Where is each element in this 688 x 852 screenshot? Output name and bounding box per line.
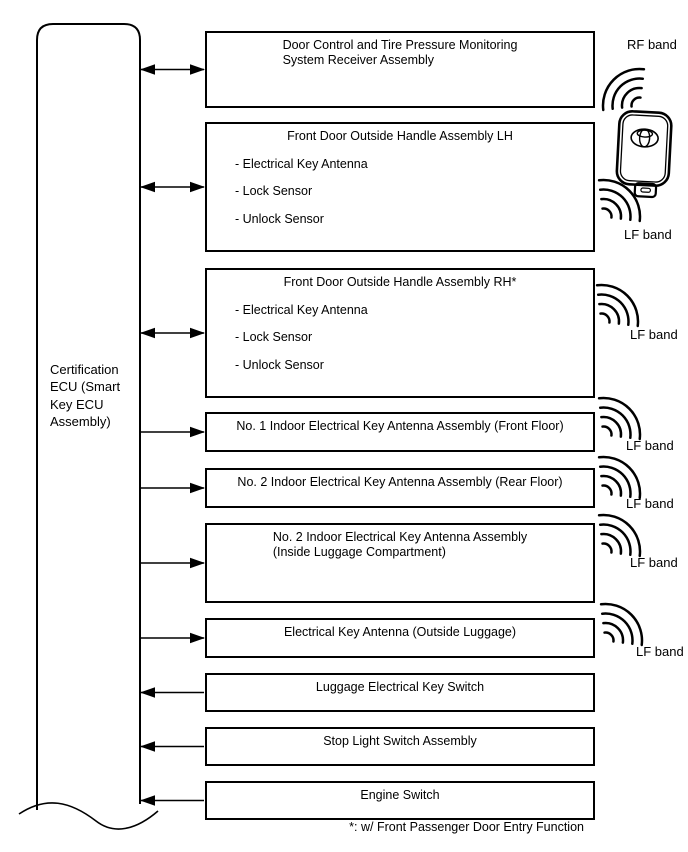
box-item: - Electrical Key Antenna xyxy=(235,156,368,171)
ecu-outline xyxy=(36,23,141,810)
arrow-to-ecu xyxy=(140,795,204,806)
box-title: Front Door Outside Handle Assembly RH* xyxy=(283,275,517,289)
arrow-bidirectional xyxy=(140,327,205,339)
box-antenna-outside-luggage: Electrical Key Antenna (Outside Luggage) xyxy=(205,618,595,658)
lf-waves-icon xyxy=(597,396,642,441)
box-title: No. 2 Indoor Electrical Key Antenna Asse… xyxy=(237,475,563,489)
ecu-torn-edge xyxy=(18,802,159,830)
box-title: Luggage Electrical Key Switch xyxy=(315,680,485,694)
arrow-to-device xyxy=(141,482,205,494)
lf-band-label: LF band xyxy=(624,227,672,242)
box-front-door-handle-rh: Front Door Outside Handle Assembly RH* -… xyxy=(205,268,595,398)
lf-band-label: LF band xyxy=(626,438,674,453)
rf-band-label: RF band xyxy=(627,37,677,52)
arrow-to-ecu xyxy=(140,687,204,698)
box-item: - Unlock Sensor xyxy=(235,357,324,372)
arrow-to-device xyxy=(141,557,205,569)
lf-band-label: LF band xyxy=(626,496,674,511)
box-title: No. 2 Indoor Electrical Key Antenna Asse… xyxy=(272,530,528,560)
lf-band-label: LF band xyxy=(630,555,678,570)
box-item: - Electrical Key Antenna xyxy=(235,302,368,317)
ecu-label: Certification ECU (Smart Key ECU Assembl… xyxy=(50,362,121,430)
lf-waves-icon xyxy=(599,602,644,647)
key-ring-tab-icon xyxy=(633,182,658,199)
box-title: Stop Light Switch Assembly xyxy=(323,734,477,748)
box-item: - Unlock Sensor xyxy=(235,211,324,226)
box-no1-indoor-antenna-front-floor: No. 1 Indoor Electrical Key Antenna Asse… xyxy=(205,412,595,452)
box-title: Door Control and Tire Pressure Monitorin… xyxy=(282,38,518,68)
arrow-bidirectional xyxy=(140,181,205,193)
box-title: No. 1 Indoor Electrical Key Antenna Asse… xyxy=(236,419,564,433)
connection-arrows xyxy=(140,64,205,806)
lf-waves-icon xyxy=(597,178,642,223)
lf-waves-icon xyxy=(595,283,640,328)
box-no2-indoor-antenna-luggage: No. 2 Indoor Electrical Key Antenna Asse… xyxy=(205,523,595,603)
box-front-door-handle-lh: Front Door Outside Handle Assembly LH - … xyxy=(205,122,595,252)
key-fob-icon xyxy=(615,110,673,199)
box-no2-indoor-antenna-rear-floor: No. 2 Indoor Electrical Key Antenna Asse… xyxy=(205,468,595,508)
box-item: - Lock Sensor xyxy=(235,184,313,199)
box-title: Front Door Outside Handle Assembly LH xyxy=(287,129,513,143)
box-luggage-electrical-key-switch: Luggage Electrical Key Switch xyxy=(205,673,595,712)
footnote: *: w/ Front Passenger Door Entry Functio… xyxy=(349,820,584,834)
lf-band-label: LF band xyxy=(636,644,684,659)
rf-waves-icon xyxy=(601,67,646,112)
box-stop-light-switch: Stop Light Switch Assembly xyxy=(205,727,595,766)
arrow-to-device xyxy=(141,426,205,438)
box-item-list: - Electrical Key Antenna - Lock Sensor -… xyxy=(207,303,593,374)
toyota-logo-icon xyxy=(630,128,659,148)
lf-band-label: LF band xyxy=(630,327,678,342)
box-door-control-tpms-receiver: Door Control and Tire Pressure Monitorin… xyxy=(205,31,595,108)
lf-waves-icon xyxy=(597,455,642,500)
lf-waves-icon xyxy=(597,513,642,558)
arrow-to-device xyxy=(141,632,205,644)
arrow-to-ecu xyxy=(140,741,204,752)
box-title: Electrical Key Antenna (Outside Luggage) xyxy=(283,625,517,639)
box-title: Engine Switch xyxy=(360,788,440,802)
arrow-bidirectional xyxy=(140,64,205,75)
box-engine-switch: Engine Switch xyxy=(205,781,595,820)
box-item-list: - Electrical Key Antenna - Lock Sensor -… xyxy=(207,157,593,228)
box-item: - Lock Sensor xyxy=(235,330,313,345)
